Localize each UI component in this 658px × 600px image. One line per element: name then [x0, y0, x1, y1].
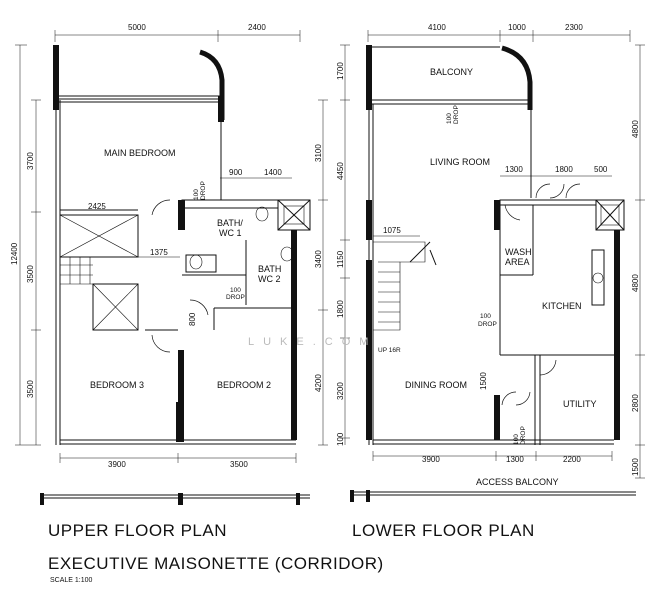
room-bath-wc1-line1: BATH/: [217, 218, 243, 228]
lower-dim-right-2: 4800: [631, 274, 640, 292]
lower-plan-title: LOWER FLOOR PLAN: [352, 521, 535, 540]
room-main-bedroom: MAIN BEDROOM: [104, 148, 176, 158]
watermark: LUKE.COM: [248, 336, 377, 348]
upper-dim-inner-4: 1375: [150, 248, 168, 257]
lower-dim-inner-3: 500: [594, 165, 608, 174]
upper-dim-bottom-2: 3500: [230, 460, 248, 469]
upper-dim-overall: 12400: [10, 242, 19, 265]
lower-drop-value-2: 100: [480, 313, 491, 320]
upper-dim-inner-5: 800: [188, 312, 197, 326]
upper-drop-value-2: 100: [230, 287, 241, 294]
room-bedroom-3: BEDROOM 3: [90, 380, 144, 390]
lower-drop-label-1: DROP: [453, 105, 460, 124]
lower-dim-bottom-2: 1300: [506, 455, 524, 464]
lower-dim-inner-4: 1075: [383, 226, 401, 235]
upper-drop-label: DROP: [200, 181, 207, 200]
upper-dim-inner-2: 1400: [264, 168, 282, 177]
lower-dim-top-3: 2300: [565, 23, 583, 32]
lower-dim-inner-2: 1800: [555, 165, 573, 174]
scale-note: SCALE 1:100: [50, 577, 93, 584]
stair-direction: UP 16R: [378, 347, 401, 354]
upper-dim-inner-3: 2425: [88, 202, 106, 211]
upper-dim-right-3: 4200: [314, 374, 323, 392]
room-kitchen: KITCHEN: [542, 301, 582, 311]
upper-drop-label-2: DROP: [226, 294, 245, 301]
upper-dim-top-1: 5000: [128, 23, 146, 32]
lower-dim-inner-1: 1300: [505, 165, 523, 174]
upper-dim-inner-1: 900: [229, 168, 243, 177]
upper-dim-top-2: 2400: [248, 23, 266, 32]
lower-dim-right-1: 4800: [631, 120, 640, 138]
upper-plan-title: UPPER FLOOR PLAN: [48, 521, 227, 540]
lower-dim-left-1: 1700: [336, 62, 345, 80]
room-wash-area-line2: AREA: [505, 257, 530, 267]
lower-dim-left-3: 1150: [336, 250, 345, 268]
flat-type-title: EXECUTIVE MAISONETTE (CORRIDOR): [48, 554, 384, 573]
upper-dim-right-1: 3100: [314, 144, 323, 162]
lower-dim-top-2: 1000: [508, 23, 526, 32]
upper-dim-left-2: 3500: [26, 265, 35, 283]
room-access-balcony: ACCESS BALCONY: [476, 477, 559, 487]
upper-dim-bottom-1: 3900: [108, 460, 126, 469]
lower-dim-right-3: 2800: [631, 394, 640, 412]
room-utility: UTILITY: [563, 399, 597, 409]
lower-dim-bottom-1: 3900: [422, 455, 440, 464]
lower-dim-right-4: 1500: [631, 458, 640, 476]
room-dining-room: DINING ROOM: [405, 380, 467, 390]
lower-drop-value-3: 100: [513, 434, 520, 445]
room-living-room: LIVING ROOM: [430, 157, 490, 167]
lower-drop-label-3: DROP: [520, 426, 527, 445]
room-bath-wc2-line2: WC 2: [258, 274, 281, 284]
lower-dim-left-2: 4450: [336, 162, 345, 180]
lower-drop-label-2: DROP: [478, 321, 497, 328]
room-wash-area-line1: WASH: [505, 247, 532, 257]
room-balcony: BALCONY: [430, 67, 473, 77]
room-bath-wc1-line2: WC 1: [219, 228, 242, 238]
lower-dim-top-1: 4100: [428, 23, 446, 32]
upper-dim-left-1: 3700: [26, 152, 35, 170]
lower-drop-value-1: 100: [446, 113, 453, 124]
upper-floor-plan: 5000 2400 12400 3700 3500 3500 3100 3400…: [10, 23, 328, 505]
lower-dim-left-5: 3200: [336, 382, 345, 400]
lower-dim-left-6: 100: [336, 432, 345, 446]
room-bath-wc2-line1: BATH: [258, 264, 281, 274]
room-bedroom-2: BEDROOM 2: [217, 380, 271, 390]
lower-floor-plan: 4100 1000 2300 1700 4450 1150 1800 3200 …: [336, 23, 645, 502]
lower-dim-bottom-3: 2200: [563, 455, 581, 464]
upper-dim-left-3: 3500: [26, 380, 35, 398]
lower-dim-left-4: 1800: [336, 300, 345, 318]
upper-drop-value: 100: [193, 189, 200, 200]
upper-dim-right-2: 3400: [314, 250, 323, 268]
lower-dim-inner-5: 1500: [479, 372, 488, 390]
